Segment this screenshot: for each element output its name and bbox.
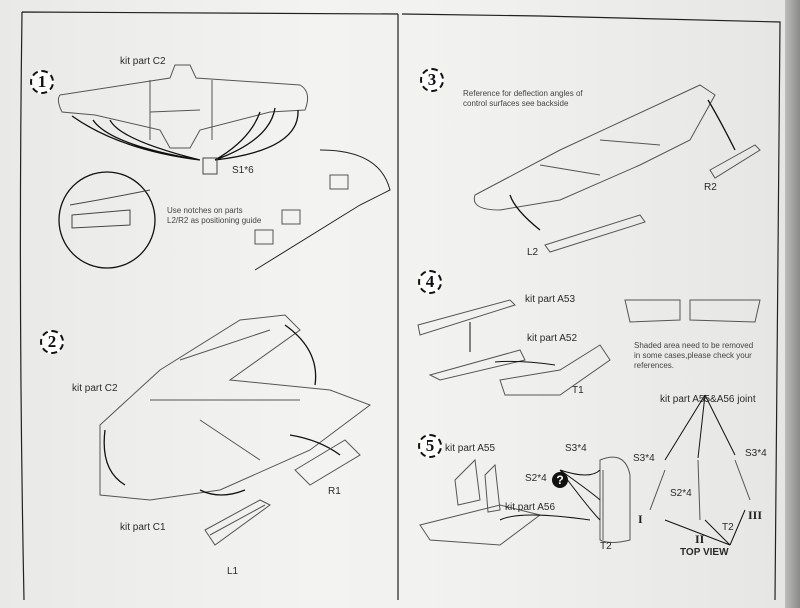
shaded-area-diagram xyxy=(624,299,761,323)
part-t1 xyxy=(499,344,611,396)
part-s3-label: S3*4 xyxy=(565,443,587,454)
step-2-badge: 2 xyxy=(40,330,64,354)
arrows-s2 xyxy=(103,324,341,496)
part-a53 xyxy=(417,299,516,336)
part-s1 xyxy=(202,157,218,175)
aircraft-step2 xyxy=(99,314,372,501)
note-line: Reference for deflection angles of xyxy=(463,89,583,98)
arrows-s4 xyxy=(469,322,556,366)
kit-part-a53-label: kit part A53 xyxy=(525,294,576,305)
step-4-badge: 4 xyxy=(418,270,442,294)
kit-part-a55-label: kit part A55 xyxy=(445,443,496,454)
part-r1 xyxy=(294,439,361,486)
step-5-badge: 5 xyxy=(418,434,442,458)
step-3-badge: 3 xyxy=(420,68,444,92)
sheet-edge xyxy=(785,0,800,608)
question-icon: ? xyxy=(552,472,568,488)
note-line: Shaded area need to be removed xyxy=(634,341,754,350)
part-s1-label: S1*6 xyxy=(232,165,254,176)
part-t1-label: T1 xyxy=(572,385,584,396)
note-line: control surfaces see backside xyxy=(463,99,569,108)
arrows-s5 xyxy=(499,469,601,521)
note-line: references. xyxy=(634,361,675,370)
kit-part-c1-label: kit part C1 xyxy=(120,522,166,533)
s2-mid-label: S2*4 xyxy=(670,488,692,499)
part-a52 xyxy=(428,349,526,381)
kit-part-a56-label: kit part A56 xyxy=(505,502,556,513)
part-a55 xyxy=(454,458,501,513)
part-t2 xyxy=(599,456,631,543)
right-panel-border xyxy=(401,13,781,601)
part-r2 xyxy=(709,144,761,179)
part-t2-label: T2 xyxy=(600,541,612,552)
part-r2-label: R2 xyxy=(704,182,717,193)
left-panel-border xyxy=(19,11,399,601)
part-l2 xyxy=(544,214,646,253)
note-line: in some cases,please check your xyxy=(634,351,752,360)
wing-step3 xyxy=(473,84,716,211)
position-ii-label: II xyxy=(695,532,705,546)
part-l1 xyxy=(204,499,271,546)
t2-view-label: T2 xyxy=(722,522,734,533)
kit-part-c2-label: kit part C2 xyxy=(120,56,166,67)
part-l1-label: L1 xyxy=(227,566,239,577)
detail-circle xyxy=(58,171,156,269)
top-view-label: TOP VIEW xyxy=(680,547,729,558)
part-l2-label: L2 xyxy=(527,247,539,258)
part-r1-label: R1 xyxy=(328,486,341,497)
top-view-joints xyxy=(649,394,751,546)
part-s2-label: S2*4 xyxy=(525,473,547,484)
part-a56 xyxy=(419,504,542,546)
position-i-label: I xyxy=(638,512,643,526)
kit-part-a52-label: kit part A52 xyxy=(527,333,578,344)
kit-part-c2-label: kit part C2 xyxy=(72,383,118,394)
position-iii-label: III xyxy=(748,508,763,522)
wingtip-outline-s1 xyxy=(254,149,391,271)
wing-c2-step1 xyxy=(57,64,309,149)
joint-label: kit part A55&A56 joint xyxy=(660,394,756,405)
step-1-badge: 1 xyxy=(30,70,54,94)
arrows-s3 xyxy=(509,99,736,231)
s3-right-label: S3*4 xyxy=(745,448,767,459)
s3-left-label: S3*4 xyxy=(633,453,655,464)
note-line: L2/R2 as positioning guide xyxy=(167,216,262,225)
note-line: Use notches on parts xyxy=(167,206,243,215)
arrows-s1 xyxy=(71,107,299,161)
